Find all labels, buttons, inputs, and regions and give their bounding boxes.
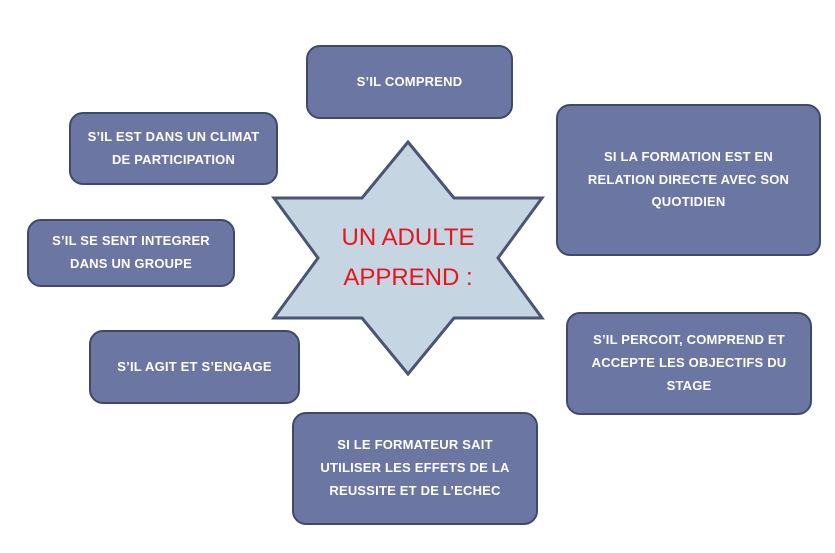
- node-agit-engage[interactable]: S’IL AGIT ET S’ENGAGE: [89, 330, 300, 404]
- node-formation-quotidien-line-1: SI LA FORMATION EST EN: [603, 148, 774, 164]
- node-comprend-text: S’IL COMPREND: [320, 71, 499, 94]
- node-integrer-groupe-line-1: S’IL SE SENT INTEGRER: [52, 233, 210, 249]
- node-agit-engage-text: S’IL AGIT ET S’ENGAGE: [103, 356, 286, 379]
- star-shape: [271, 139, 545, 377]
- central-star: UN ADULTE APPREND :: [268, 138, 548, 378]
- node-climat-participation-line-1: S’IL EST DANS UN CLIMAT: [87, 128, 260, 144]
- node-integrer-groupe[interactable]: S’IL SE SENT INTEGRER DANS UN GROUPE: [27, 219, 235, 287]
- node-comprend[interactable]: S’IL COMPREND: [306, 45, 513, 119]
- node-formateur-reussite-echec-line-2: UTILISER LES EFFETS DE LA: [320, 460, 510, 476]
- node-formation-quotidien-text: SI LA FORMATION EST EN RELATION DIRECTE …: [570, 146, 807, 214]
- node-comprend-line-1: S’IL COMPREND: [356, 73, 463, 89]
- node-objectifs-stage-line-3: STAGE: [666, 377, 712, 393]
- node-formation-quotidien-line-3: QUOTIDIEN: [651, 194, 726, 210]
- node-integrer-groupe-line-2: DANS UN GROUPE: [70, 256, 192, 271]
- node-climat-participation-text: S’IL EST DANS UN CLIMAT DE PARTICIPATION: [83, 126, 264, 172]
- node-integrer-groupe-text: S’IL SE SENT INTEGRER DANS UN GROUPE: [41, 230, 221, 276]
- node-climat-participation[interactable]: S’IL EST DANS UN CLIMAT DE PARTICIPATION: [69, 112, 278, 185]
- star-polygon: [271, 139, 545, 377]
- node-objectifs-stage-text: S’IL PERCOIT, COMPREND ET ACCEPTE LES OB…: [580, 329, 798, 397]
- node-objectifs-stage[interactable]: S’IL PERCOIT, COMPREND ET ACCEPTE LES OB…: [566, 312, 812, 415]
- node-objectifs-stage-line-2: ACCEPTE LES OBJECTIFS DU: [591, 355, 787, 371]
- node-formation-quotidien[interactable]: SI LA FORMATION EST EN RELATION DIRECTE …: [556, 104, 821, 256]
- node-formateur-reussite-echec-line-3: REUSSITE ET DE L’ECHEC: [329, 482, 501, 498]
- node-formateur-reussite-echec-line-1: SI LE FORMATEUR SAIT: [337, 437, 493, 453]
- node-objectifs-stage-line-1: S’IL PERCOIT, COMPREND ET: [593, 332, 785, 348]
- node-agit-engage-line-1: S’IL AGIT ET S’ENGAGE: [117, 358, 272, 374]
- node-climat-participation-line-2: DE PARTICIPATION: [111, 151, 236, 167]
- node-formation-quotidien-line-2: RELATION DIRECTE AVEC SON: [587, 171, 790, 187]
- node-formateur-reussite-echec[interactable]: SI LE FORMATEUR SAIT UTILISER LES EFFETS…: [292, 412, 538, 525]
- node-formateur-reussite-echec-text: SI LE FORMATEUR SAIT UTILISER LES EFFETS…: [306, 434, 524, 502]
